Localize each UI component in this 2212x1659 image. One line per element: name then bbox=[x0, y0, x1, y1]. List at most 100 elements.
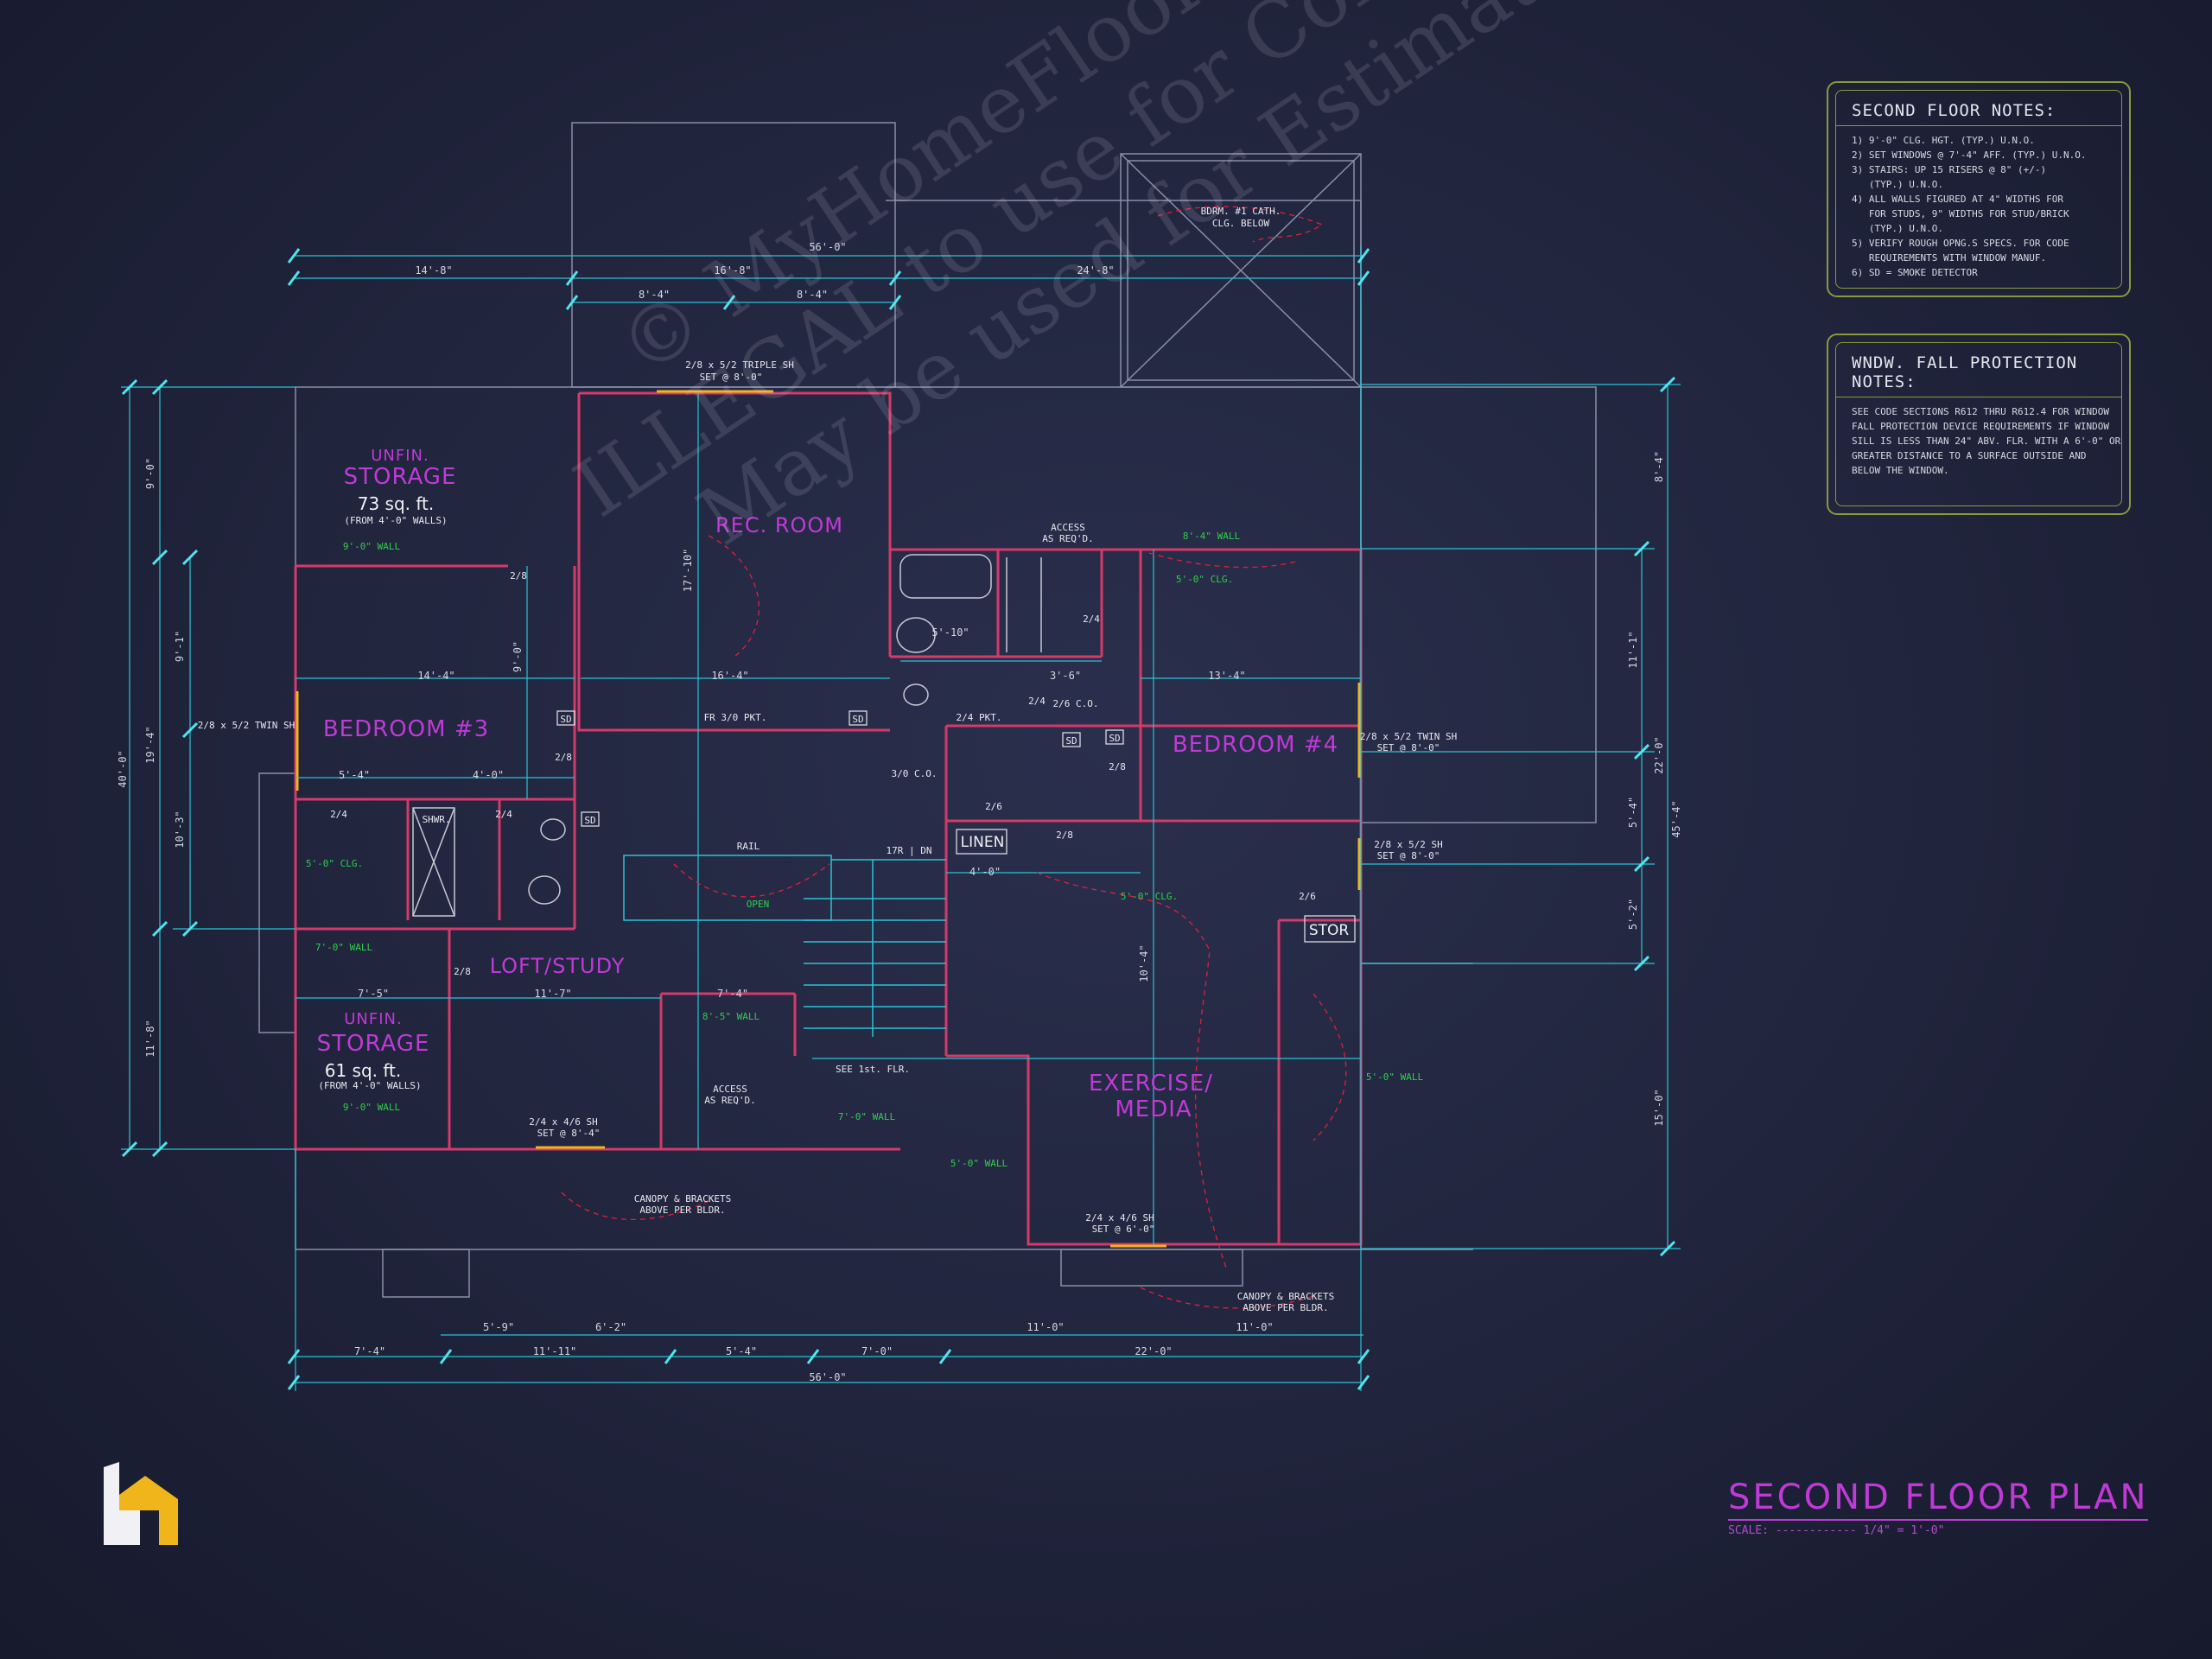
window-rec-label: 2/8 x 5/2 TRIPLE SH bbox=[685, 359, 794, 371]
storage-top-label-b: STORAGE bbox=[344, 464, 457, 490]
window-fall-protection-notes: WNDW. FALL PROTECTION NOTES: SEE CODE SE… bbox=[1827, 334, 2131, 515]
wall-height-labels: 9'-0" WALL 5'-0" CLG. 7'-0" WALL 9'-0" W… bbox=[306, 531, 1424, 1169]
dimension-texts: 56'-0" 14'-8" 16'-8" 24'-8" 8'-4" 8'-4" … bbox=[117, 241, 1682, 1383]
dim-int-9: 7'-5" bbox=[358, 988, 389, 1000]
notes1-line: FOR STUDS, 9" WIDTHS FOR STUD/BRICK bbox=[1852, 208, 2069, 219]
door-label-11: 2/6 bbox=[1299, 891, 1316, 902]
clg-below-label: CLG. BELOW bbox=[1212, 218, 1270, 229]
notes1-line: (TYP.) U.N.O. bbox=[1852, 179, 1943, 190]
see-flr-label: SEE 1st. FLR. bbox=[836, 1064, 910, 1075]
door-label-1: 2/8 bbox=[510, 570, 527, 582]
storage-bot-note: (FROM 4'-0" WALLS) bbox=[318, 1080, 421, 1091]
smoke-detectors bbox=[556, 710, 1356, 943]
dim-right-overall: 45'-4" bbox=[1670, 800, 1682, 837]
dim-int-6: 5'-10" bbox=[931, 626, 969, 639]
window-b4-set: SET @ 8'-0" bbox=[1377, 742, 1440, 753]
room-label-rec-room: REC. ROOM bbox=[715, 513, 843, 537]
door-label-5: 2/8 bbox=[454, 966, 471, 977]
green-wall9-bot: 9'-0" WALL bbox=[343, 1102, 401, 1113]
notes2-line: SEE CODE SECTIONS R612 THRU R612.4 FOR W… bbox=[1852, 406, 2110, 417]
dim-left-overall: 40'-0" bbox=[117, 750, 129, 787]
room-label-bedroom4: BEDROOM #4 bbox=[1173, 732, 1338, 758]
dim-int-13: 9'-0" bbox=[512, 641, 524, 672]
notes1-line: 1) 9'-0" CLG. HGT. (TYP.) U.N.O. bbox=[1852, 135, 2035, 146]
green-wall8-4: 8'-4" WALL bbox=[1183, 531, 1241, 542]
room-label-media: MEDIA bbox=[1115, 1096, 1192, 1122]
door-label-7: 2/8 bbox=[1056, 830, 1073, 841]
dim-bot-e: 22'-0" bbox=[1135, 1345, 1172, 1357]
notes1-line: REQUIREMENTS WITH WINDOW MANUF. bbox=[1852, 252, 2047, 264]
dim-right-f: 5'-2" bbox=[1627, 899, 1639, 930]
brand-logo-icon bbox=[104, 1462, 178, 1545]
notes1-title: SECOND FLOOR NOTES: bbox=[1836, 98, 2121, 126]
canopy-label-1b: ABOVE PER BLDR. bbox=[639, 1205, 725, 1216]
notes1-line: 3) STAIRS: UP 15 RISERS @ 8" (+/-) bbox=[1852, 164, 2047, 175]
dim-bot-h: 11'-0" bbox=[1027, 1321, 1064, 1333]
dim-int-7: 3'-6" bbox=[1050, 670, 1081, 682]
access-label-1: ACCESS bbox=[1051, 522, 1085, 533]
dim-int-1: 14'-4" bbox=[417, 670, 454, 682]
window-ex-set: SET @ 6'-0" bbox=[1092, 1224, 1155, 1235]
window-loft-set: SET @ 8'-4" bbox=[537, 1128, 601, 1139]
dimension-lines bbox=[121, 246, 1681, 1391]
notes1-line: 5) VERIFY ROUGH OPNG.S SPECS. FOR CODE bbox=[1852, 238, 2069, 249]
annotation-labels: BDRM. #1 CATH. CLG. BELOW 2/8 x 5/2 TRIP… bbox=[198, 206, 1458, 1313]
shwr-label: SHWR. bbox=[422, 814, 450, 825]
pkt24-label: 2/4 PKT. bbox=[957, 712, 1002, 723]
canopy-label-2b: ABOVE PER BLDR. bbox=[1243, 1302, 1328, 1313]
dim-top-e: 8'-4" bbox=[797, 289, 828, 301]
dim-int-3: 13'-4" bbox=[1208, 670, 1245, 682]
dim-int-4: 5'-4" bbox=[339, 769, 370, 781]
sd-label-4: SD bbox=[1109, 733, 1120, 744]
notes2-title: WNDW. FALL PROTECTION NOTES: bbox=[1836, 350, 2121, 397]
door-label-2: 2/8 bbox=[555, 752, 572, 763]
storage-top-label-a: UNFIN. bbox=[371, 447, 429, 465]
dim-overall-bottom: 56'-0" bbox=[809, 1371, 846, 1383]
window-loft-label: 2/4 x 4/6 SH bbox=[529, 1116, 597, 1128]
green-clg5-b3: 5'-0" CLG. bbox=[306, 858, 363, 869]
canopy-label-1: CANOPY & BRACKETS bbox=[634, 1193, 732, 1205]
access-label-2: ACCESS bbox=[713, 1084, 747, 1095]
storage-top-note: (FROM 4'-0" WALLS) bbox=[344, 515, 447, 526]
dim-right-d: 11'-1" bbox=[1627, 631, 1639, 668]
green-clg5-mid: 5'-0" CLG. bbox=[1121, 891, 1178, 902]
second-floor-notes: SECOND FLOOR NOTES: 1) 9'-0" CLG. HGT. (… bbox=[1827, 81, 2131, 297]
dimension-ticks bbox=[121, 248, 1676, 1390]
dim-left-b: 19'-4" bbox=[144, 726, 156, 763]
dim-int-11: 4'-0" bbox=[969, 866, 1001, 878]
canopy-label-2: CANOPY & BRACKETS bbox=[1237, 1291, 1335, 1302]
rail-label: RAIL bbox=[737, 841, 760, 852]
dim-right-a: 8'-4" bbox=[1653, 451, 1665, 482]
sheet-title: SECOND FLOOR PLAN bbox=[1728, 1478, 2149, 1521]
room-label-loft: LOFT/STUDY bbox=[490, 954, 626, 978]
green-clg5-top: 5'-0" CLG. bbox=[1176, 574, 1233, 585]
dim-bot-c: 5'-4" bbox=[726, 1345, 757, 1357]
dim-overall-top: 56'-0" bbox=[809, 241, 846, 253]
notes2-line: FALL PROTECTION DEVICE REQUIREMENTS IF W… bbox=[1852, 421, 2110, 432]
co30-label: 3/0 C.O. bbox=[892, 768, 938, 779]
stor-label: STOR bbox=[1309, 922, 1350, 939]
linen-label: LINEN bbox=[961, 834, 1005, 851]
door-label-6: 2/6 bbox=[985, 801, 1002, 812]
dim-bot-f: 5'-9" bbox=[483, 1321, 514, 1333]
dim-bot-a: 7'-4" bbox=[354, 1345, 385, 1357]
access-label-2b: AS REQ'D. bbox=[704, 1095, 756, 1106]
dim-top-b: 16'-8" bbox=[714, 264, 751, 276]
dim-right-b: 22'-0" bbox=[1653, 736, 1665, 773]
window-sh-label: 2/8 x 5/2 SH bbox=[1374, 839, 1442, 850]
green-wall5-right: 5'-0" WALL bbox=[1366, 1071, 1424, 1083]
dim-int-2: 16'-4" bbox=[711, 670, 748, 682]
green-wall7: 7'-0" WALL bbox=[315, 942, 373, 953]
dim-left-c: 11'-8" bbox=[144, 1020, 156, 1057]
co26-label: 2/6 C.O. bbox=[1053, 698, 1099, 709]
dim-int-8: 11'-7" bbox=[534, 988, 571, 1000]
bdrm-cath-label: BDRM. #1 CATH. bbox=[1201, 206, 1281, 217]
dim-int-14: 10'-4" bbox=[1138, 944, 1150, 982]
notes1-line: 4) ALL WALLS FIGURED AT 4" WIDTHS FOR bbox=[1852, 194, 2064, 205]
window-ex-label: 2/4 x 4/6 SH bbox=[1085, 1212, 1154, 1224]
notes1-line: (TYP.) U.N.O. bbox=[1852, 223, 1943, 234]
notes2-line: BELOW THE WINDOW. bbox=[1852, 465, 1949, 476]
green-wall5: 5'-0" WALL bbox=[950, 1158, 1008, 1169]
door-label-3: 2/4 bbox=[330, 809, 347, 820]
room-label-bedroom3: BEDROOM #3 bbox=[323, 716, 489, 742]
